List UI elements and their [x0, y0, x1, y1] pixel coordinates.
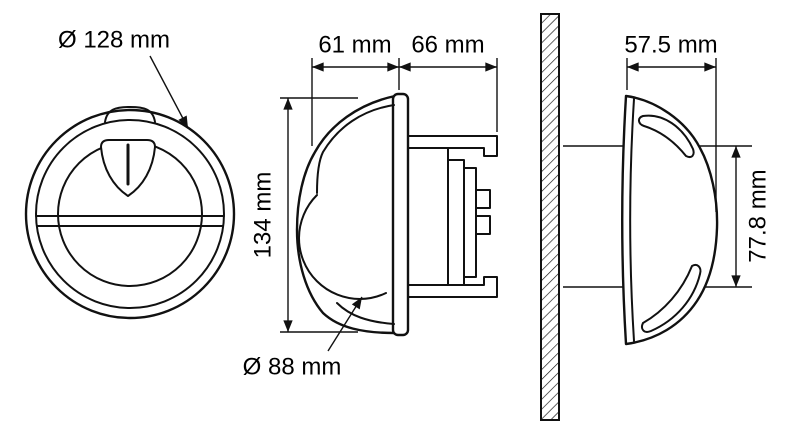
rear-mounted-view: [621, 94, 719, 346]
mounting-bracket: [407, 135, 498, 298]
dim-front-diameter: Ø 128 mm: [58, 27, 189, 129]
visor-inner-edge: [316, 104, 395, 194]
connector-tab-upper: [475, 189, 491, 209]
panel-cross-section: [540, 13, 560, 421]
dim-rear-depth-label: 66 mm: [411, 32, 484, 59]
dim-dome-diameter-label: Ø 88 mm: [243, 354, 342, 381]
dim-rear-width-label: 57.5 mm: [624, 32, 717, 59]
bracket-plate: [463, 167, 477, 278]
front-rim-ring: [35, 119, 225, 309]
bracket-body: [407, 147, 449, 298]
dim-front-depth-label: 61 mm: [318, 32, 391, 59]
dim-overall-height-label: 134 mm: [250, 172, 277, 259]
panel-hatched-strip: [540, 13, 560, 421]
leader-line: [327, 296, 363, 352]
dim-rear-width: 57.5 mm: [624, 32, 718, 212]
flange: [391, 92, 410, 337]
rear-upper-clip-slot: [638, 114, 695, 159]
rear-lower-clip-slot: [641, 264, 702, 333]
dim-rear-height: 77.8 mm: [731, 146, 772, 287]
dim-rear-depth: 66 mm: [399, 32, 498, 132]
front-outer-ring: [24, 108, 236, 320]
dim-overall-height: 134 mm: [250, 97, 358, 333]
front-view: [24, 106, 236, 320]
dim-dome-diameter: Ø 88 mm: [243, 296, 363, 381]
leader-line: [149, 55, 189, 129]
dim-rear-height-label: 77.8 mm: [745, 169, 772, 262]
side-view: [295, 92, 498, 337]
connector-tab-lower: [475, 215, 491, 235]
front-top-tab: [104, 106, 156, 123]
dim-front-depth: 61 mm: [311, 32, 400, 146]
dim-front-diameter-label: Ø 128 mm: [58, 27, 170, 54]
bracket-step: [447, 159, 465, 286]
rear-flange-edge: [629, 98, 635, 342]
base-inner-edge: [336, 302, 395, 325]
